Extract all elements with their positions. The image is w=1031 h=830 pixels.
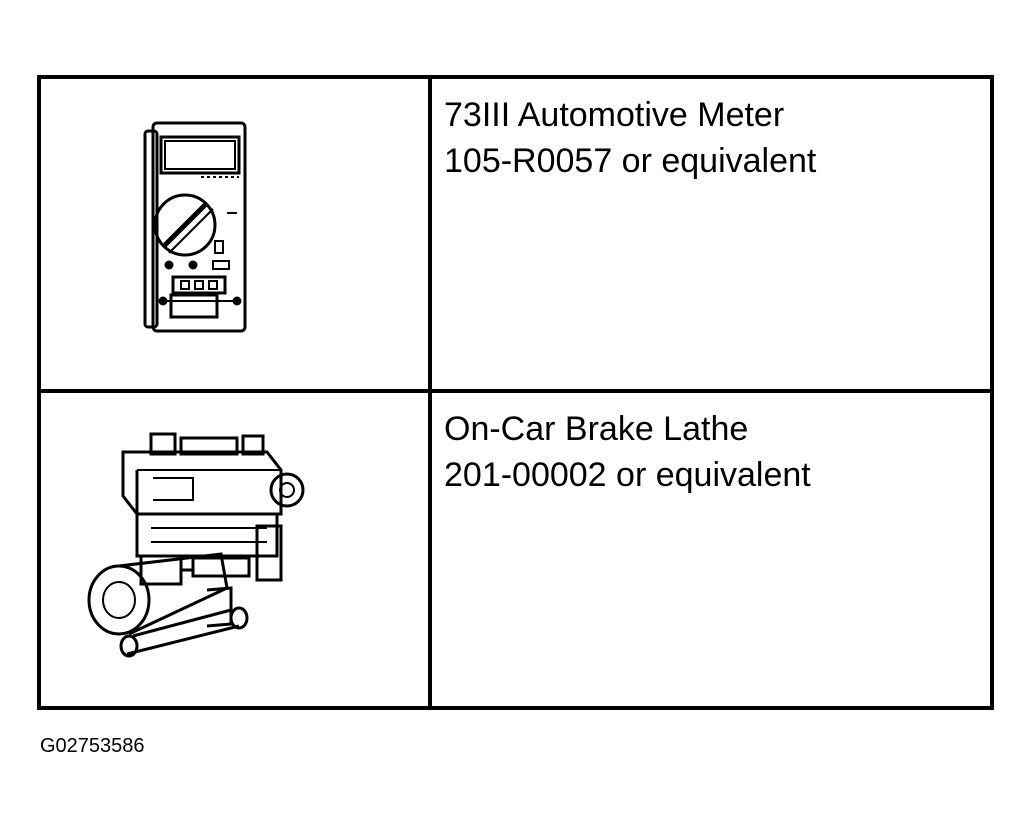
tool-text-cell-lathe: On-Car Brake Lathe 201-00002 or equivale… [432,393,990,707]
tool-image-cell-lathe [41,392,432,706]
tool-image-cell-meter [41,79,432,393]
figure-id: G02753586 [40,735,145,757]
tool-text-cell-meter: 73III Automotive Meter 105-R0057 or equi… [432,79,990,393]
tool-number: 201-00002 or equivalent [444,455,811,494]
multimeter-icon [143,121,247,333]
brake-lathe-icon [87,432,305,657]
tool-name: On-Car Brake Lathe [444,409,749,448]
tool-number: 105-R0057 or equivalent [444,142,817,180]
tool-name: 73III Automotive Meter [444,96,785,134]
special-tools-table: 73III Automotive Meter 105-R0057 or equi… [37,75,994,710]
